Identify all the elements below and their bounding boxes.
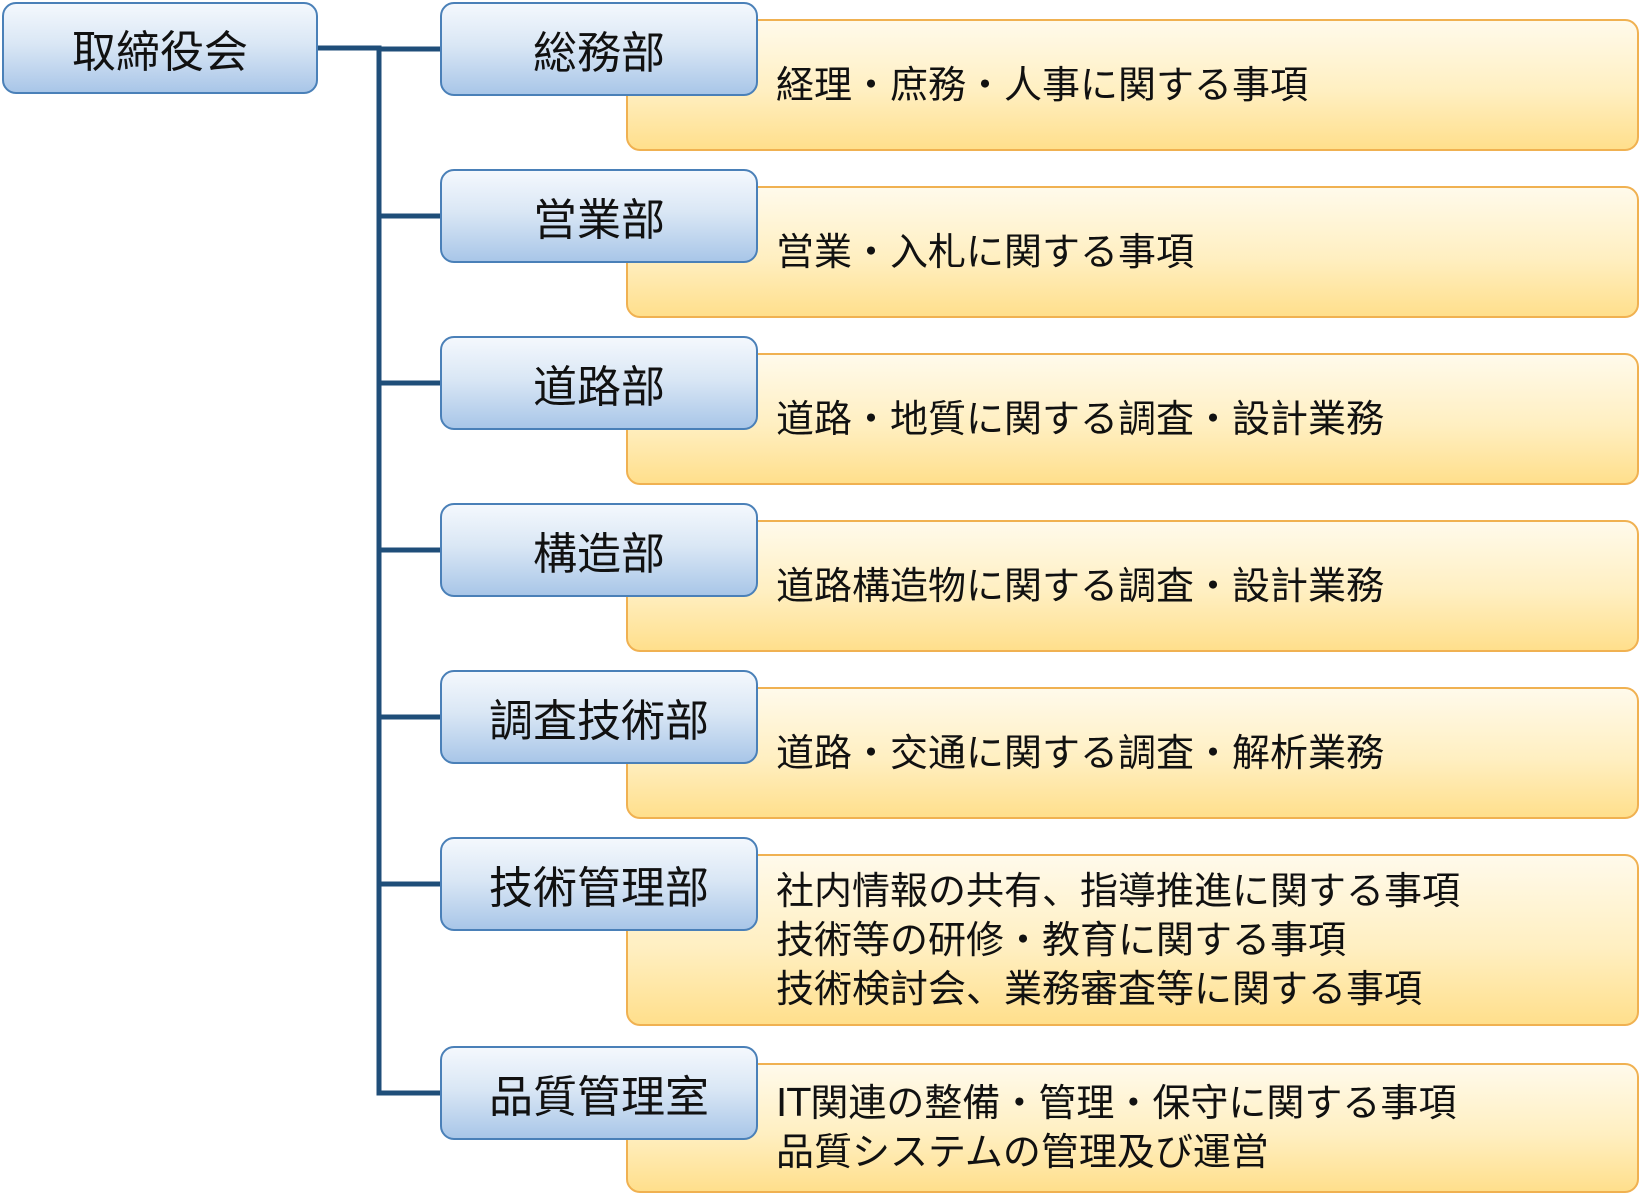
department-description-box: 道路・地質に関する調査・設計業務 xyxy=(626,353,1639,485)
department-description-box: 社内情報の共有、指導推進に関する事項技術等の研修・教育に関する事項技術検討会、業… xyxy=(626,854,1639,1026)
description-line: IT関連の整備・管理・保守に関する事項 xyxy=(776,1081,1457,1125)
department-description-text: 道路・地質に関する調査・設計業務 xyxy=(776,355,1627,483)
department-name: 構造部 xyxy=(533,529,665,580)
department-description-text: IT関連の整備・管理・保守に関する事項品質システムの管理及び運営 xyxy=(776,1065,1627,1191)
department-box: 品質管理室 xyxy=(440,1046,758,1140)
department-box: 調査技術部 xyxy=(440,670,758,764)
description-line: 道路・地質に関する調査・設計業務 xyxy=(776,396,1385,441)
department-description-box: 経理・庶務・人事に関する事項 xyxy=(626,19,1639,151)
description-line: 技術等の研修・教育に関する事項 xyxy=(776,917,1347,962)
department-description-text: 経理・庶務・人事に関する事項 xyxy=(776,21,1627,149)
department-box: 営業部 xyxy=(440,169,758,263)
department-description-text: 社内情報の共有、指導推進に関する事項技術等の研修・教育に関する事項技術検討会、業… xyxy=(776,856,1627,1024)
description-line: 道路構造物に関する調査・設計業務 xyxy=(776,563,1385,608)
department-name: 総務部 xyxy=(533,28,665,79)
department-name: 品質管理室 xyxy=(489,1072,709,1123)
board-of-directors-box: 取締役会 xyxy=(2,2,318,94)
description-line: 品質システムの管理及び運営 xyxy=(776,1130,1269,1174)
department-name: 道路部 xyxy=(533,362,665,413)
department-description-box: IT関連の整備・管理・保守に関する事項品質システムの管理及び運営 xyxy=(626,1063,1639,1193)
department-name: 技術管理部 xyxy=(489,863,709,914)
department-box: 構造部 xyxy=(440,503,758,597)
department-box: 道路部 xyxy=(440,336,758,430)
description-line: 社内情報の共有、指導推進に関する事項 xyxy=(776,868,1461,913)
department-description-text: 道路・交通に関する調査・解析業務 xyxy=(776,689,1627,817)
department-description-box: 営業・入札に関する事項 xyxy=(626,186,1639,318)
description-line: 経理・庶務・人事に関する事項 xyxy=(776,62,1309,107)
department-name: 調査技術部 xyxy=(489,696,709,747)
description-line: 営業・入札に関する事項 xyxy=(776,229,1195,274)
department-description-text: 道路構造物に関する調査・設計業務 xyxy=(776,522,1627,650)
department-description-box: 道路構造物に関する調査・設計業務 xyxy=(626,520,1639,652)
department-description-text: 営業・入札に関する事項 xyxy=(776,188,1627,316)
description-line: 道路・交通に関する調査・解析業務 xyxy=(776,730,1385,775)
department-box: 総務部 xyxy=(440,2,758,96)
department-box: 技術管理部 xyxy=(440,837,758,931)
department-description-box: 道路・交通に関する調査・解析業務 xyxy=(626,687,1639,819)
description-line: 技術検討会、業務審査等に関する事項 xyxy=(776,966,1423,1011)
department-name: 営業部 xyxy=(533,195,665,246)
board-of-directors-label: 取締役会 xyxy=(72,27,248,78)
